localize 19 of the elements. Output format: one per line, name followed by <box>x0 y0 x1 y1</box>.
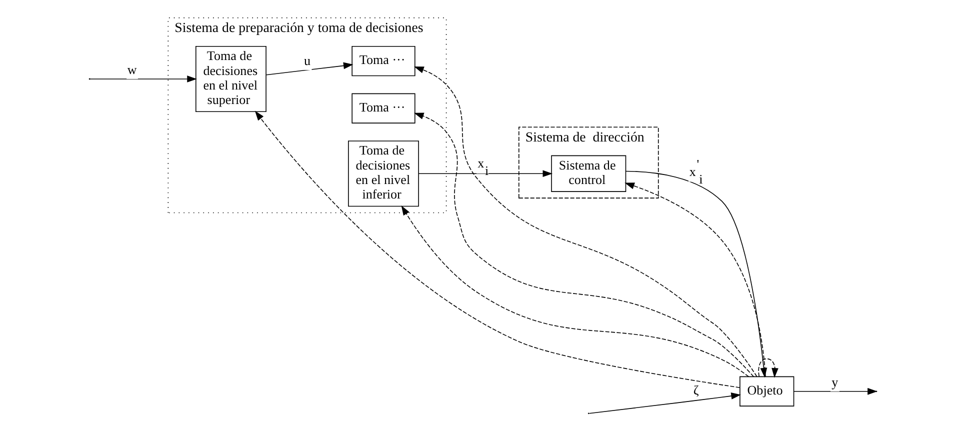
arrow <box>758 358 778 378</box>
edge-label: y <box>831 374 838 390</box>
arrow <box>414 66 757 378</box>
edge-label: w <box>126 62 136 77</box>
arrow <box>400 205 749 378</box>
arrow <box>254 110 740 388</box>
edge-label: u <box>303 52 310 68</box>
node-box: Toma ··· <box>351 93 415 124</box>
node-box: Sistema de control <box>550 155 626 192</box>
node-box: Toma ··· <box>351 46 415 76</box>
node-box: Toma de decisiones en el nivel inferior <box>348 140 418 207</box>
arrow <box>265 62 353 76</box>
arrow <box>418 170 552 178</box>
edge-label: ζ <box>692 382 698 398</box>
arrow <box>588 392 740 414</box>
arrow <box>413 112 754 378</box>
arrow <box>89 76 196 82</box>
node-box: Objeto <box>739 376 794 406</box>
node-box: Toma de decisiones en el nivel superior <box>194 46 266 112</box>
